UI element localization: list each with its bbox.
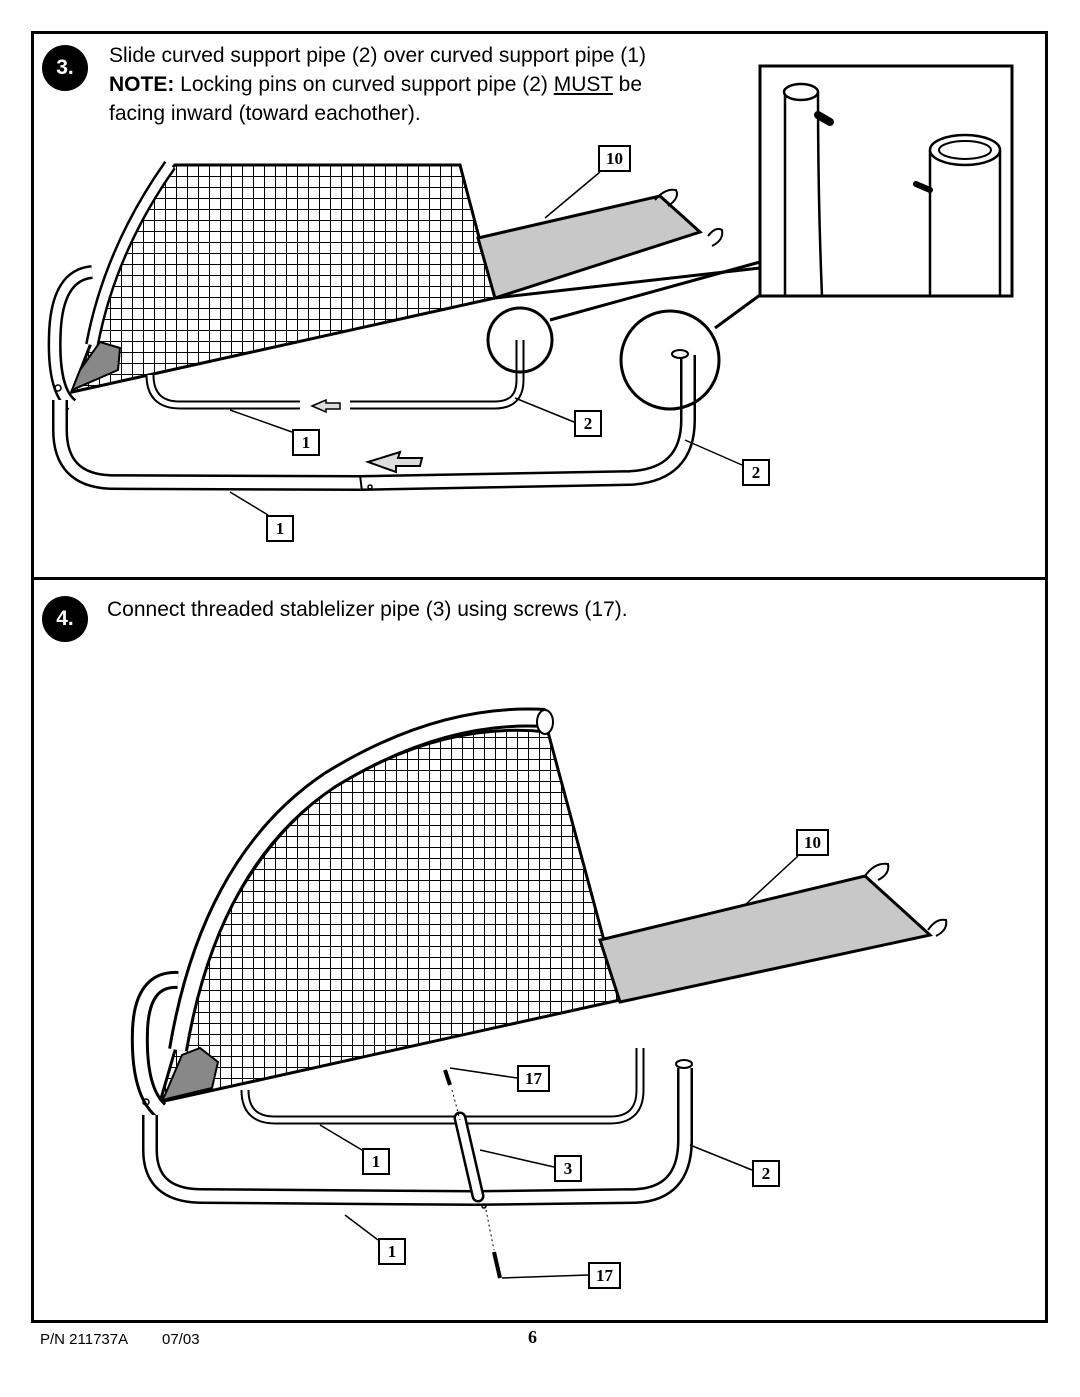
step-4-net-panel — [157, 728, 948, 1105]
footer-date: 07/03 — [162, 1331, 200, 1348]
callout-stabilizer-pipe-3: 3 — [554, 1155, 582, 1182]
callout-inner-pipe-1: 1 — [362, 1148, 390, 1175]
callout-inner-pipe-1: 1 — [292, 429, 320, 456]
note-text-post: be — [612, 73, 643, 96]
step-3-note: NOTE: Locking pins on curved support pip… — [109, 70, 646, 99]
step-3-net-panel — [69, 163, 761, 395]
step-3-badge: 3. — [42, 45, 88, 91]
callout-inner-pipe-2: 2 — [574, 410, 602, 437]
note-emphasis: MUST — [553, 73, 613, 96]
callout-net-panel-10: 10 — [796, 829, 829, 856]
footer-part-number: P/N 211737A — [40, 1331, 129, 1348]
step-3-line-3: facing inward (toward eachother). — [109, 102, 421, 125]
callout-pipe-2: 2 — [752, 1160, 780, 1187]
note-label: NOTE: — [109, 73, 175, 96]
step-4-leader-lines — [319, 855, 799, 1279]
step-4-frame-pipes — [130, 707, 693, 1279]
page-number: 6 — [528, 1327, 537, 1347]
step-4-instructions: Connect threaded stablelizer pipe (3) us… — [107, 598, 628, 621]
step-3-leader-lines — [229, 171, 743, 516]
step-3-detail-magnifiers — [486, 64, 1014, 411]
step-4-badge: 4. — [42, 596, 88, 642]
callout-outer-pipe-1: 1 — [266, 515, 294, 542]
callout-net-panel-10: 10 — [598, 145, 631, 172]
page-frame — [31, 31, 1048, 1323]
callout-screw-17-bottom: 17 — [588, 1262, 621, 1289]
step-3-line-1: Slide curved support pipe (2) over curve… — [109, 44, 646, 67]
step-divider — [31, 577, 1048, 580]
step-3-frame-pipes — [47, 160, 696, 492]
callout-outer-pipe-2: 2 — [742, 459, 770, 486]
callout-outer-pipe-1: 1 — [378, 1238, 406, 1265]
step-3-instructions: Slide curved support pipe (2) over curve… — [109, 41, 646, 128]
callout-screw-17-top: 17 — [517, 1065, 550, 1092]
note-text-pre: Locking pins on curved support pipe (2) — [174, 73, 554, 96]
